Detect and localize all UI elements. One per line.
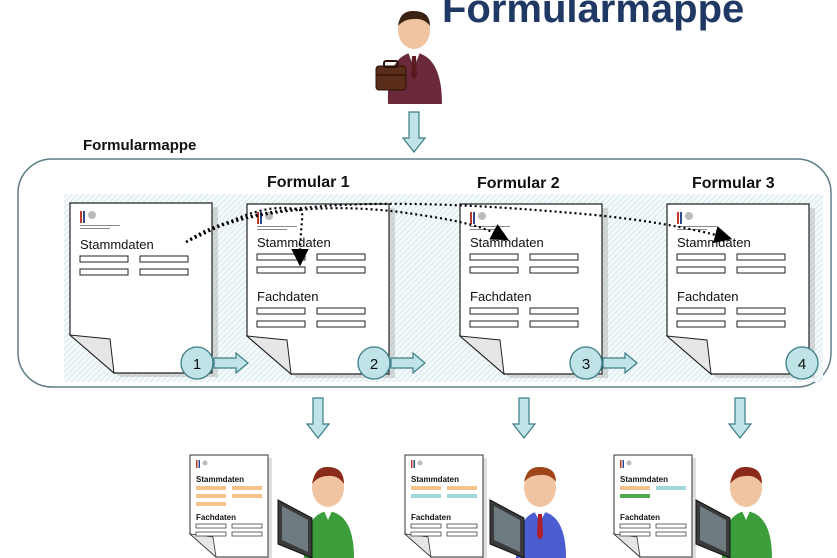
businessman-with-briefcase-icon — [375, 9, 443, 105]
section-label: Stammdaten — [620, 475, 668, 484]
user-at-computer-icon — [277, 466, 354, 558]
step-circle-3: 3 — [569, 346, 603, 380]
form-document-1: Stammdaten Fachdaten — [246, 203, 396, 379]
form-document-2: Stammdaten Fachdaten — [459, 203, 609, 379]
step-circle-1: 1 — [180, 346, 214, 380]
section-label: Stammdaten — [411, 475, 459, 484]
user-at-computer-icon — [489, 466, 566, 558]
step-number: 4 — [798, 356, 806, 373]
arrow-to-output-3 — [728, 397, 752, 439]
section-label: Stammdaten — [257, 235, 331, 250]
step-number: 1 — [193, 356, 201, 373]
form-title-2: Formular 2 — [477, 175, 560, 192]
folder-label: Formularmappe — [83, 137, 196, 154]
step-number: 2 — [370, 356, 378, 373]
step-circle-4: 4 — [785, 346, 819, 380]
user-at-computer-icon — [695, 466, 772, 558]
section-label: Fachdaten — [257, 289, 318, 304]
arrow-to-output-1 — [306, 397, 330, 439]
section-label: Fachdaten — [196, 513, 236, 522]
section-label: Fachdaten — [620, 513, 660, 522]
arrow-to-folder — [402, 111, 426, 153]
section-label: Fachdaten — [411, 513, 451, 522]
section-label: Fachdaten — [677, 289, 738, 304]
arrow-to-output-2 — [512, 397, 536, 439]
section-label: Stammdaten — [470, 235, 544, 250]
output-document-3: Stammdaten Fachdaten — [613, 454, 697, 558]
transfer-arrow-to-form-2 — [185, 207, 509, 243]
base-document: Stammdaten — [69, 202, 219, 378]
section-label: Stammdaten — [80, 237, 154, 252]
output-document-1: Stammdaten Fachdaten — [189, 454, 273, 558]
section-label: Stammdaten — [196, 475, 244, 484]
section-label: Fachdaten — [470, 289, 531, 304]
data-transfer-arrows — [185, 202, 733, 267]
page-title: Formularmappe — [442, 0, 744, 31]
output-document-2: Stammdaten Fachdaten — [404, 454, 488, 558]
step-number: 3 — [582, 356, 590, 373]
step-circle-2: 2 — [357, 346, 391, 380]
section-label: Stammdaten — [677, 235, 751, 250]
form-title-1: Formular 1 — [267, 174, 350, 191]
form-title-3: Formular 3 — [692, 175, 775, 192]
